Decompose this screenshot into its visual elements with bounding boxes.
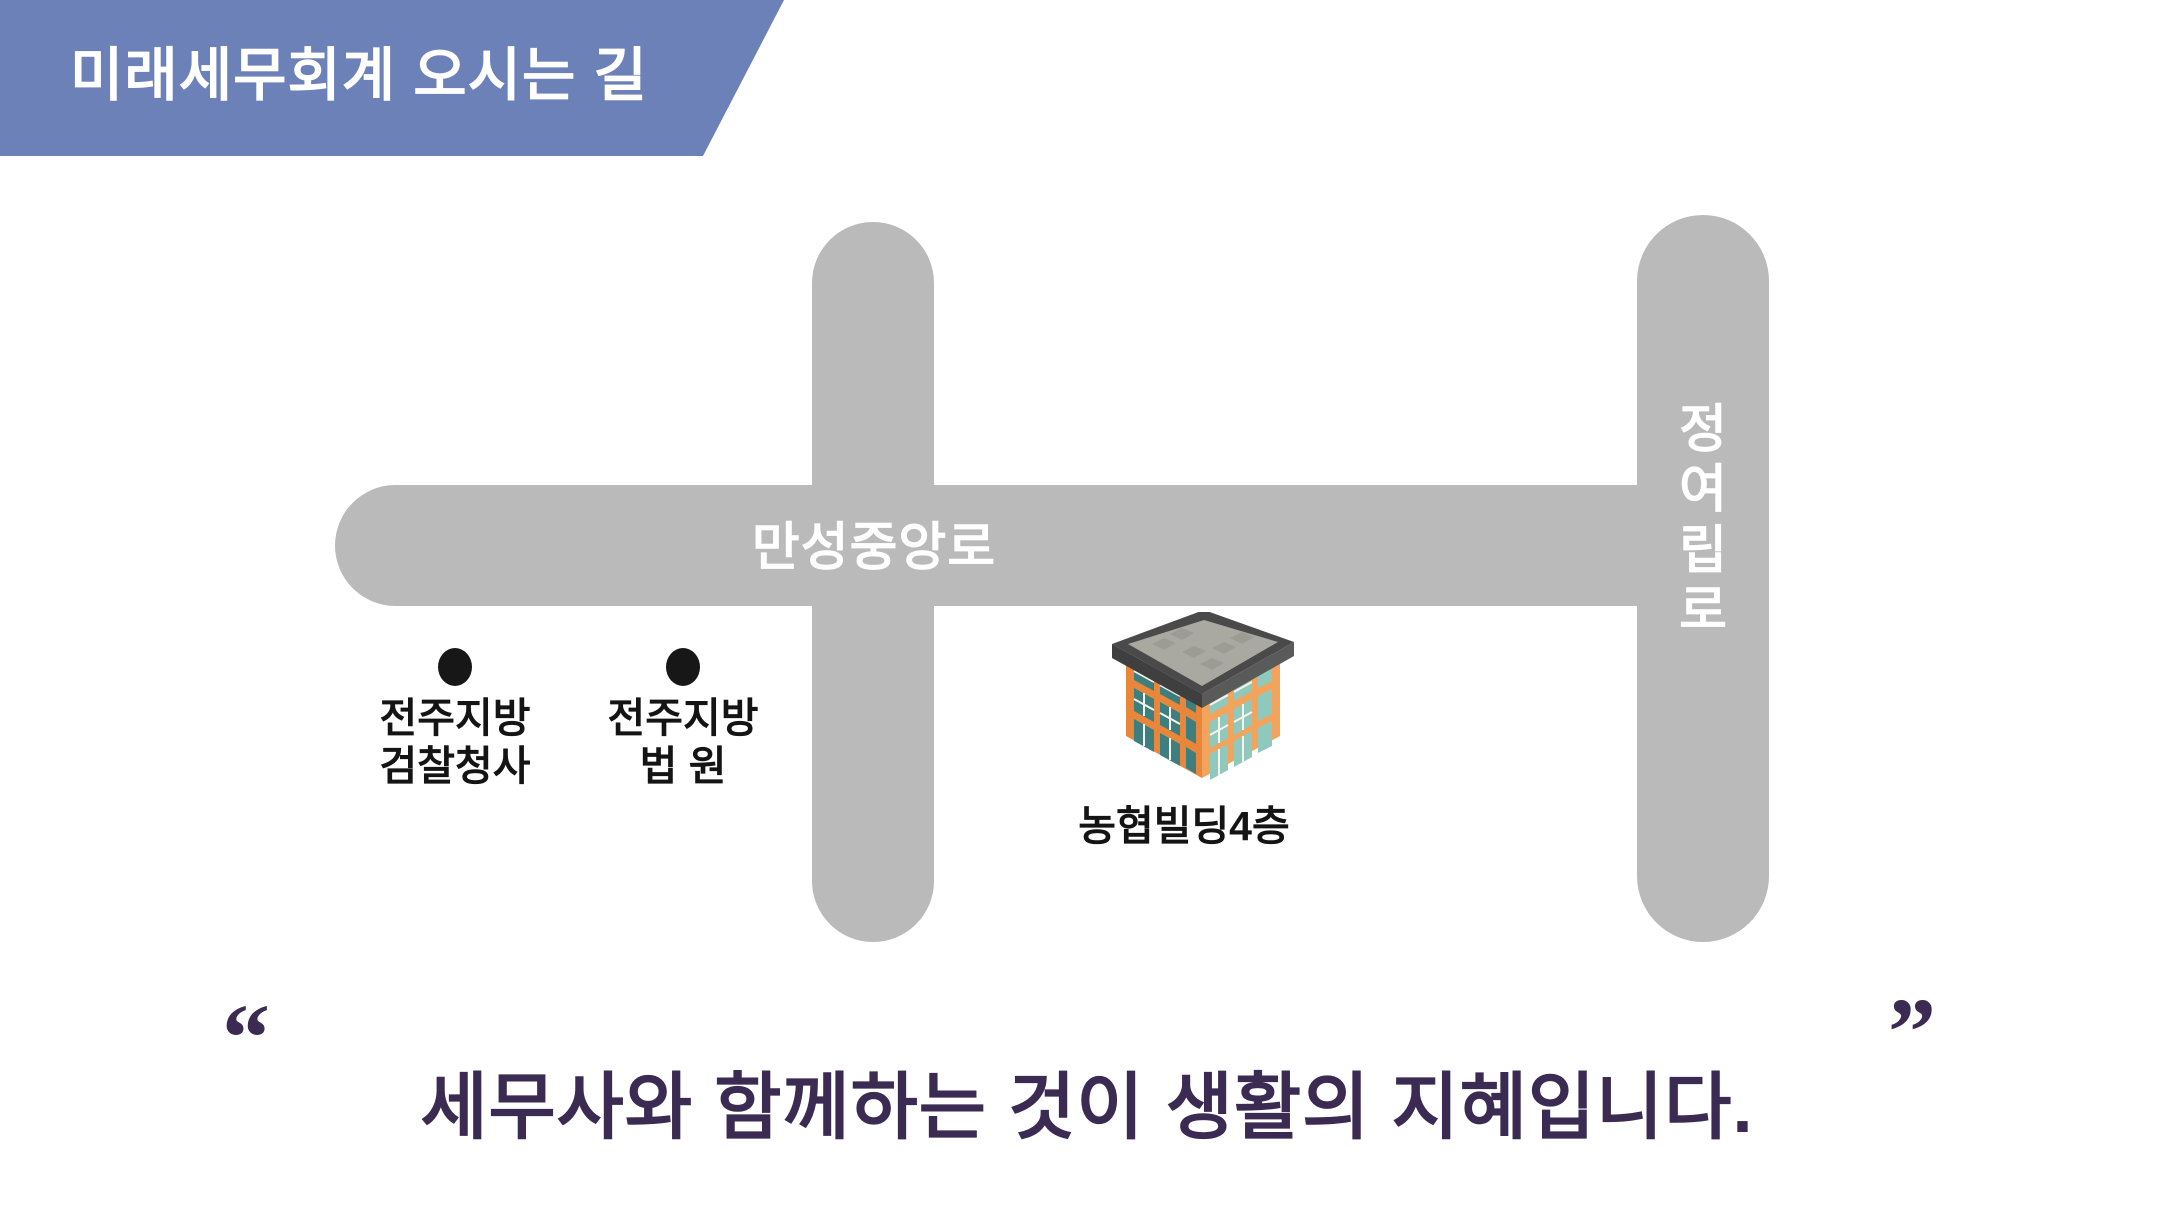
landmark-label-nonghyup-building: 농협빌딩4층: [1078, 803, 1290, 849]
road-label-char-2: 여: [1679, 461, 1727, 520]
quote-open-icon: “: [222, 984, 270, 1091]
road-label-jeongyeorip-ro: 정 여 립 로: [1672, 400, 1734, 641]
road-label-manseong-jungang-ro: 만성중앙로: [751, 519, 997, 577]
header-banner: [0, 0, 784, 156]
road-jeongyeorip-ro: [1637, 215, 1769, 942]
map-pin-dot-icon: [666, 648, 700, 686]
road-label-char-3: 립: [1679, 521, 1727, 580]
landmark-jeonju-district-prosecutors-office: 전주지방 검찰청사: [320, 648, 590, 791]
road-label-char-1: 정: [1679, 401, 1727, 459]
landmark-jeonju-district-court: 전주지방 법 원: [548, 648, 818, 791]
road-manseong-jungang-ro: [335, 485, 1768, 606]
tagline-block: “ 세무사와 함께하는 것이 생활의 지혜입니다. ”: [0, 984, 2174, 1190]
landmark-label: 전주지방 법 원: [548, 694, 818, 791]
landmark-label-line-1: 전주지방: [379, 695, 531, 741]
landmark-label: 전주지방 검찰청사: [320, 694, 590, 791]
building-icon: [1104, 610, 1304, 782]
building-isometric-svg: [1112, 610, 1294, 780]
page-title: 미래세무회계 오시는 길: [70, 43, 648, 108]
tagline-text: 세무사와 함께하는 것이 생활의 지혜입니다.: [420, 1067, 1754, 1148]
landmark-label-line-2: 법 원: [639, 743, 727, 790]
road-center-vertical: [812, 222, 934, 942]
road-label-char-4: 로: [1679, 581, 1727, 640]
landmark-label-line-1: 전주지방: [607, 695, 759, 741]
map-pin-dot-icon: [438, 648, 472, 686]
quote-close-icon: ”: [1888, 978, 1936, 1085]
landmark-label-line-2: 검찰청사: [379, 743, 531, 790]
